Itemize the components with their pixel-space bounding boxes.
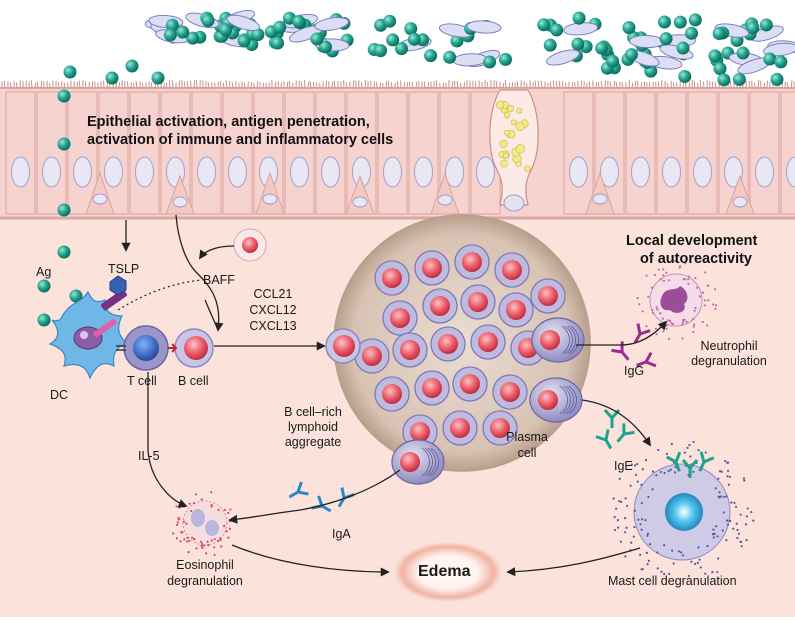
label-cxcl13: CXCL13: [243, 319, 303, 334]
label-il5: IL-5: [138, 449, 160, 464]
heading-line1: Epithelial activation, antigen penetrati…: [87, 113, 370, 131]
label-eosinophil-1: Eosinophil: [160, 558, 250, 573]
label-cxcl12: CXCL12: [243, 303, 303, 318]
label-iga: IgA: [332, 527, 351, 542]
label-b-cell: B cell: [178, 374, 209, 389]
label-aggregate-1: B cell–rich: [268, 405, 358, 420]
epithelium: [0, 88, 795, 218]
label-dc: DC: [50, 388, 68, 403]
label-edema: Edema: [418, 562, 470, 582]
label-neutrophil-2: degranulation: [684, 354, 774, 369]
label-plasma-1: Plasma: [497, 430, 557, 445]
label-ag: Ag: [36, 265, 51, 280]
b-cell: [175, 329, 213, 367]
label-ccl21: CCL21: [243, 287, 303, 302]
cilia: [2, 80, 794, 88]
b-cell-entering: [326, 329, 360, 363]
heading-line2: activation of immune and inflammatory ce…: [87, 131, 393, 149]
label-eosinophil-2: degranulation: [160, 574, 250, 589]
t-cell: [124, 326, 168, 370]
autoreactivity-line2: of autoreactivity: [640, 250, 752, 268]
label-ige: IgE: [614, 459, 633, 474]
label-aggregate-3: aggregate: [268, 435, 358, 450]
autoreactivity-line1: Local development: [626, 232, 757, 250]
label-baff: BAFF: [203, 273, 235, 288]
label-neutrophil-1: Neutrophil: [684, 339, 774, 354]
label-plasma-2: cell: [497, 446, 557, 461]
label-t-cell: T cell: [127, 374, 157, 389]
label-aggregate-2: lymphoid: [268, 420, 358, 435]
label-tslp: TSLP: [108, 262, 139, 277]
incoming-cell: [234, 229, 266, 261]
label-mast-cell: Mast cell degranulation: [608, 574, 737, 589]
label-igg: IgG: [624, 364, 644, 379]
